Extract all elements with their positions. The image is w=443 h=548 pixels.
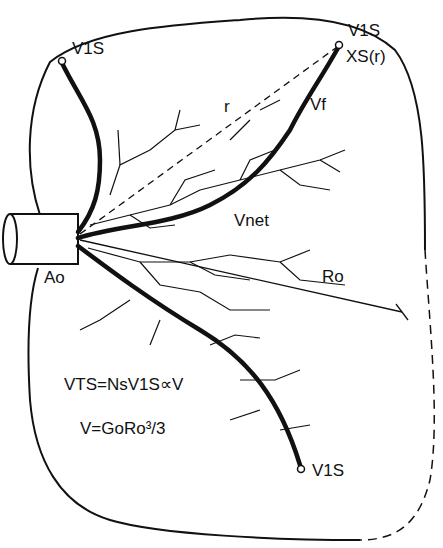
organ-outline [30, 18, 425, 250]
flow-path [62, 48, 338, 465]
path-label: Vf [310, 96, 326, 115]
equation-label: V=GoRo³/3 [80, 420, 166, 439]
path-volume-label: XS(r) [346, 48, 386, 67]
unit-volume-label: V1S [312, 462, 344, 481]
distance-line [80, 47, 337, 234]
equation-label: VTS=NsV1S∝V [64, 376, 183, 395]
organ-outline [29, 268, 360, 540]
distance-label: r [222, 98, 232, 117]
terminal-unit [59, 42, 343, 473]
network-label: Vnet [232, 212, 271, 231]
radius-label: Ro [322, 268, 344, 287]
radius-tick [396, 304, 408, 320]
inlet-label: Ao [44, 269, 65, 288]
organ-outline-dashed [360, 250, 434, 540]
inlet-vessel [3, 214, 78, 264]
radius-line [80, 240, 402, 312]
unit-volume-label: V1S [72, 40, 104, 59]
unit-volume-label: V1S [348, 22, 380, 41]
